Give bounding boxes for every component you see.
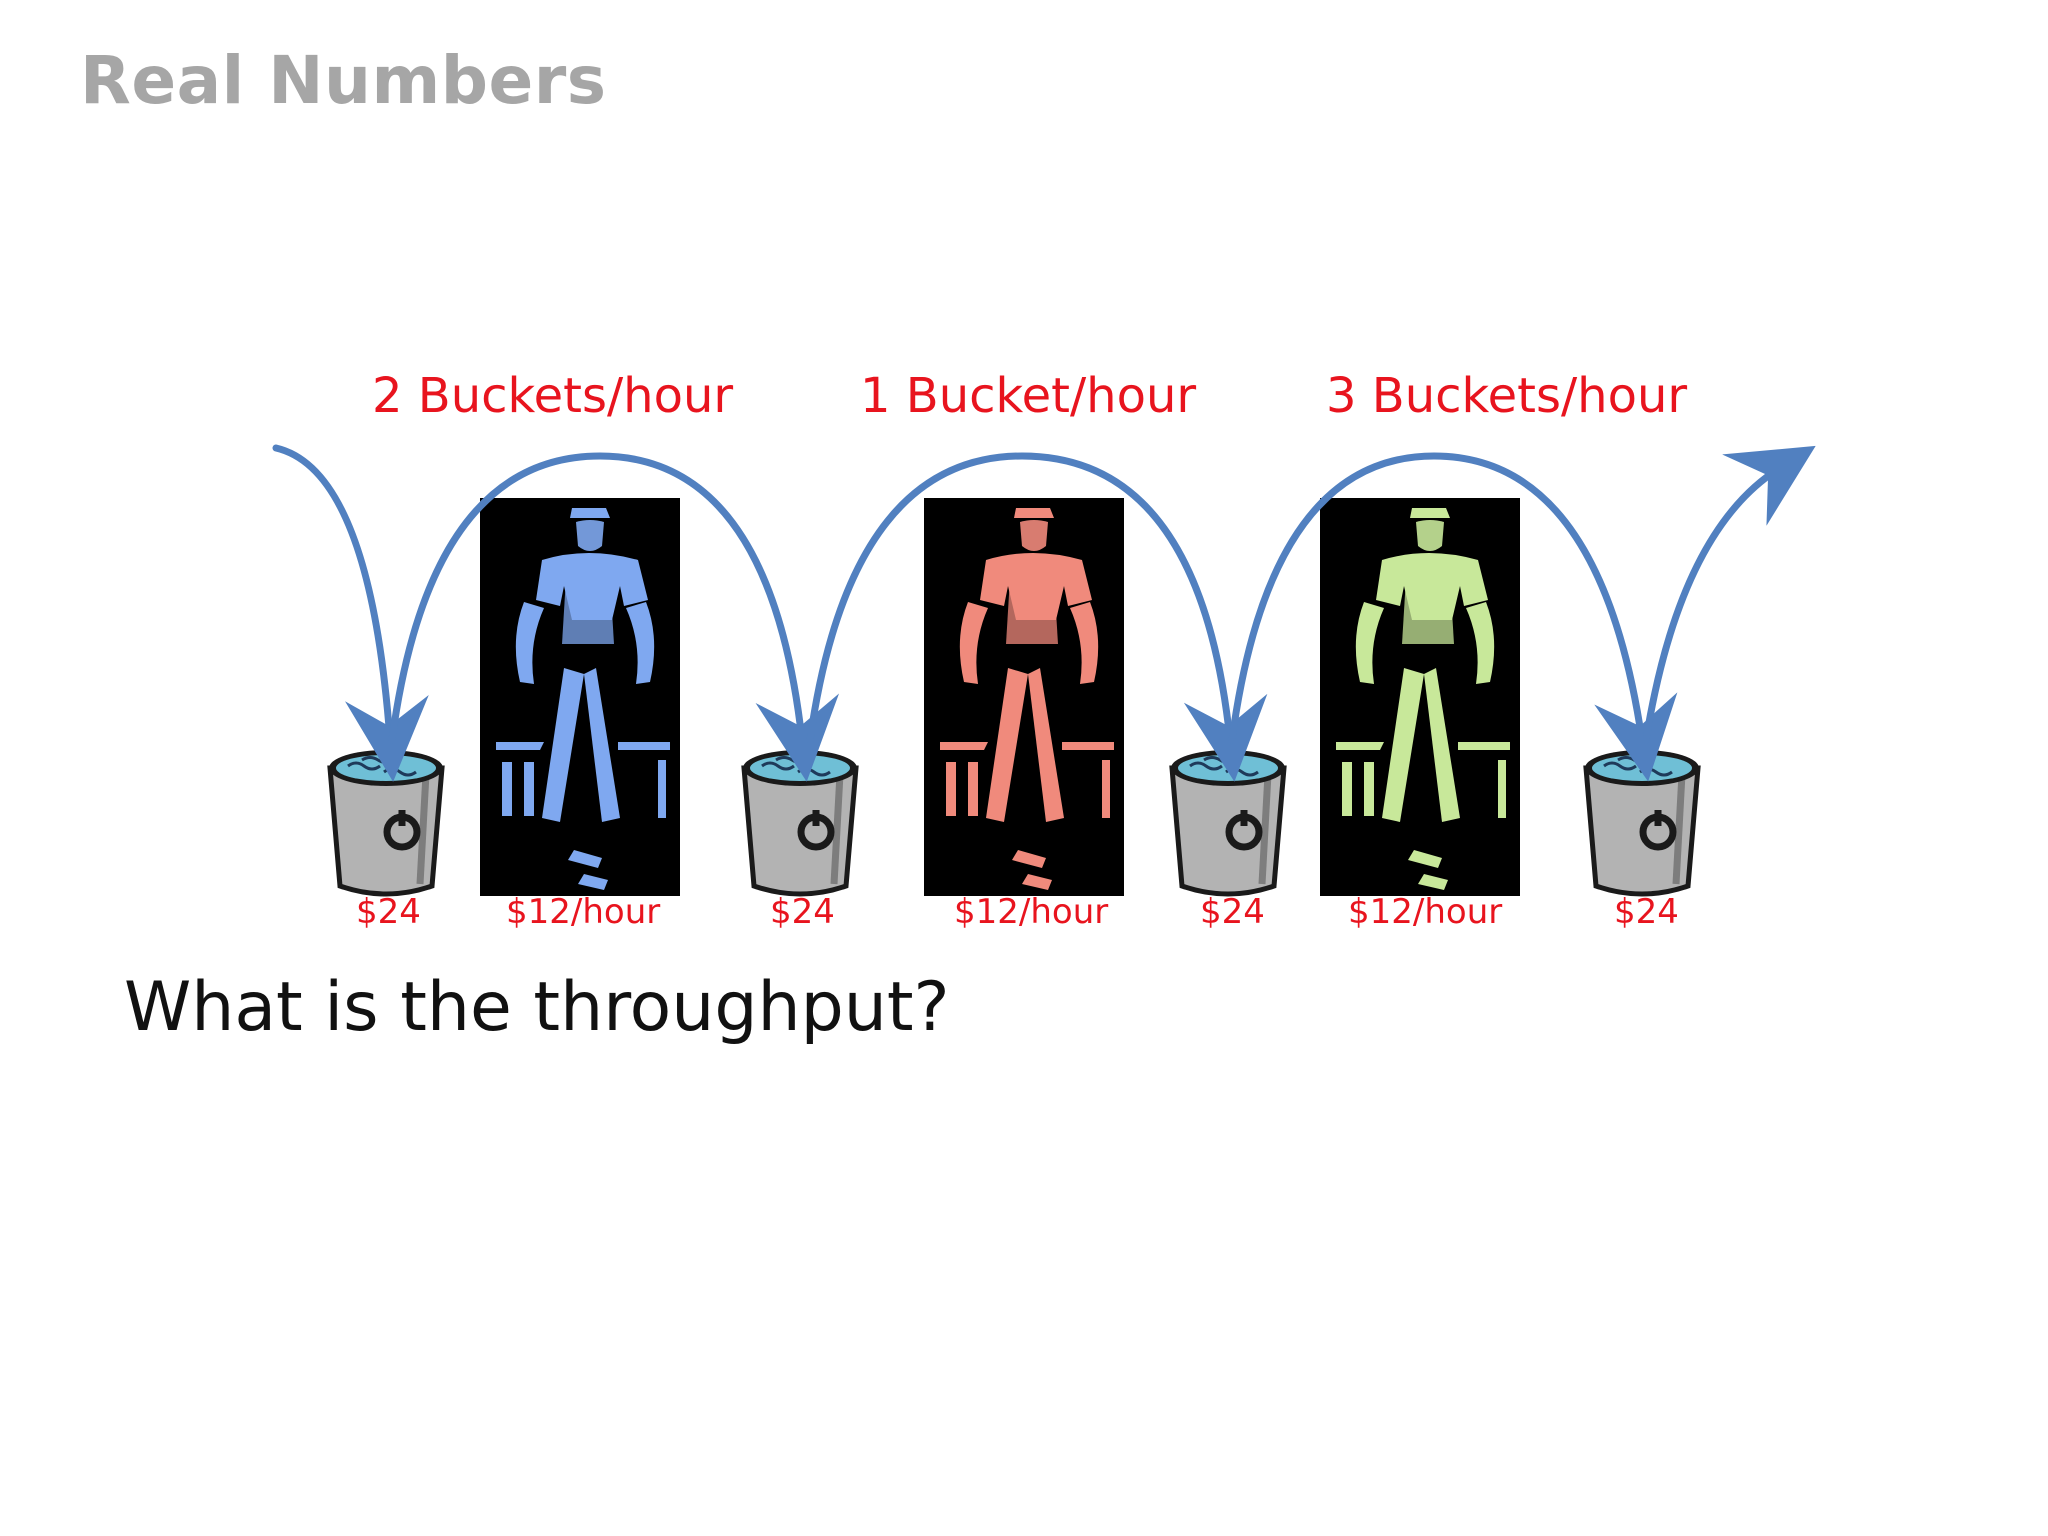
flow-arrow-stage-3 (1228, 452, 1678, 782)
worker-wage-2: $12/hour (954, 892, 1109, 932)
worker-wage-1: $12/hour (506, 892, 661, 932)
worker-silhouette-icon (480, 498, 680, 896)
bucket-price-1: $24 (356, 892, 421, 932)
flow-arrow-in (272, 444, 429, 782)
question-text: What is the throughput? (124, 968, 950, 1047)
worker-2 (924, 498, 1124, 896)
bucket-price-4: $24 (1614, 892, 1679, 932)
slide-title: Real Numbers (80, 42, 607, 119)
water-bucket-icon (1171, 750, 1285, 894)
flow-arrow-out (1642, 445, 1816, 744)
worker-1 (480, 498, 680, 896)
bucket-price-3: $24 (1200, 892, 1265, 932)
rate-label-stage-3: 3 Buckets/hour (1326, 368, 1688, 424)
flow-arrow-stage-2 (806, 452, 1268, 782)
water-bucket-icon (329, 750, 443, 894)
worker-silhouette-icon (924, 498, 1124, 896)
worker-wage-3: $12/hour (1348, 892, 1503, 932)
worker-3 (1320, 498, 1520, 896)
rate-label-stage-1: 2 Buckets/hour (372, 368, 734, 424)
worker-silhouette-icon (1320, 498, 1520, 896)
rate-label-stage-2: 1 Bucket/hour (860, 368, 1197, 424)
water-bucket-icon (743, 750, 857, 894)
water-bucket-icon (1585, 750, 1699, 894)
flow-arrow-stage-1 (388, 452, 840, 782)
bucket-price-2: $24 (770, 892, 835, 932)
